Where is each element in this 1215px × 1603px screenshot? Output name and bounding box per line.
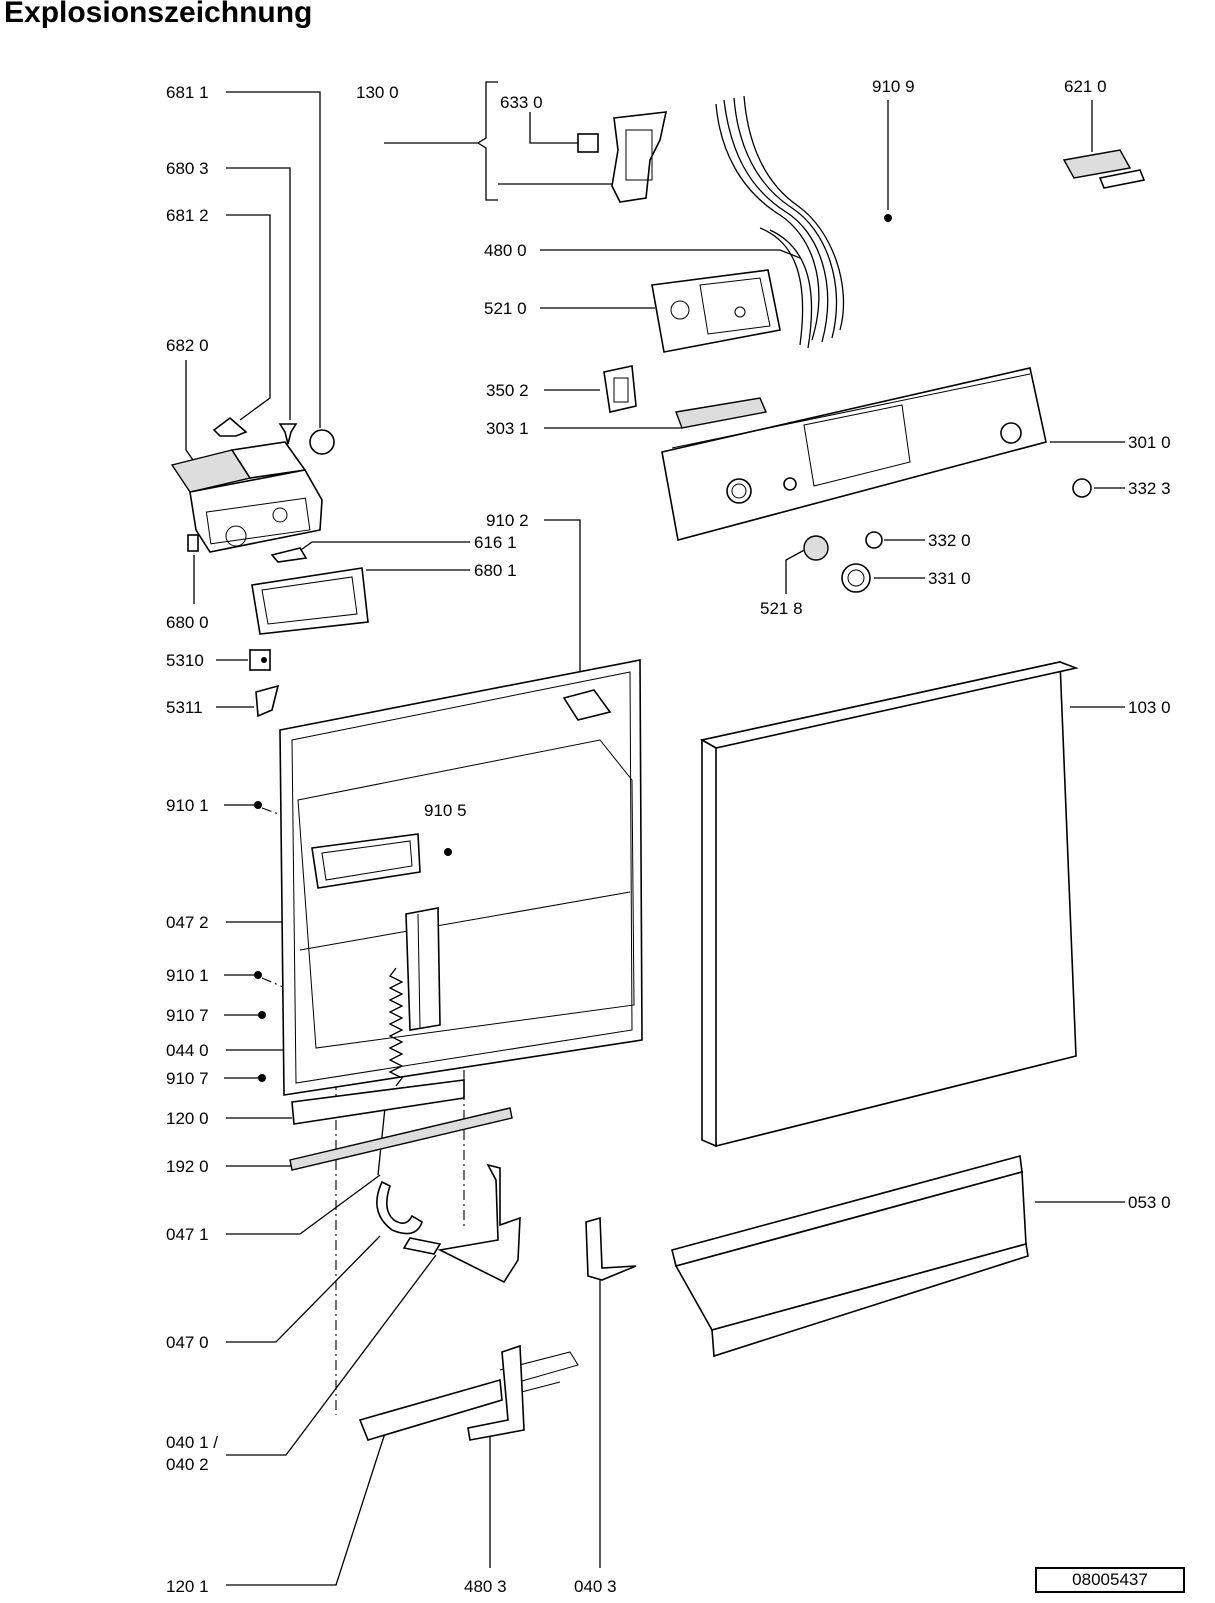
label-910-7-b: 910 7 — [166, 1069, 209, 1088]
label-053-0: 053 0 — [1128, 1193, 1171, 1212]
label-480-0: 480 0 — [484, 241, 527, 260]
label-521-8: 521 8 — [760, 599, 803, 618]
detergent-dispenser — [170, 441, 323, 553]
label-047-2: 047 2 — [166, 913, 209, 932]
label-910-2: 910 2 — [486, 511, 529, 530]
control-panel — [661, 367, 1047, 541]
dispenser-seal — [251, 567, 369, 635]
label-040-2: 040 2 — [166, 1455, 209, 1474]
label-040-3: 040 3 — [574, 1577, 617, 1596]
wiring-harness — [715, 95, 845, 349]
label-332-0: 332 0 — [928, 531, 971, 550]
label-303-1: 303 1 — [486, 419, 529, 438]
document-number-box: 08005437 — [1035, 1567, 1185, 1593]
label-047-0: 047 0 — [166, 1333, 209, 1352]
label-680-0: 680 0 — [166, 613, 209, 632]
clip-parts — [249, 649, 280, 718]
knob-parts — [803, 478, 1092, 593]
label-040-1: 040 1 / — [166, 1433, 218, 1452]
label-480-3: 480 3 — [464, 1577, 507, 1596]
label-633-0: 633 0 — [500, 93, 543, 112]
dispenser-small-parts — [212, 416, 335, 563]
label-681-2: 681 2 — [166, 206, 209, 225]
label-680-1: 680 1 — [474, 561, 517, 580]
label-047-1: 047 1 — [166, 1225, 209, 1244]
label-120-1: 120 1 — [166, 1577, 209, 1596]
part-labels: 681 1 680 3 681 2 682 0 130 0 633 0 910 … — [166, 77, 1171, 1596]
switch-350-2 — [603, 365, 637, 413]
rail — [289, 1107, 513, 1171]
label-910-1-a: 910 1 — [166, 796, 209, 815]
leader-lines — [185, 81, 1125, 1586]
spring-hooks — [376, 1180, 442, 1255]
page-title: Explosionszeichnung — [4, 0, 313, 29]
door-lock — [577, 111, 668, 203]
label-301-0: 301 0 — [1128, 433, 1171, 452]
label-682-0: 682 0 — [166, 336, 209, 355]
label-5310: 5310 — [166, 651, 204, 670]
inner-door-panel — [279, 659, 643, 1096]
label-910-1-b: 910 1 — [166, 966, 209, 985]
label-103-0: 103 0 — [1128, 698, 1171, 717]
lower-rail — [358, 1344, 579, 1441]
button-strip — [675, 397, 767, 429]
label-680-3: 680 3 — [166, 159, 209, 178]
control-module — [651, 269, 781, 353]
label-910-7-a: 910 7 — [166, 1006, 209, 1025]
label-5311: 5311 — [166, 698, 203, 717]
label-192-0: 192 0 — [166, 1157, 209, 1176]
label-616-1: 616 1 — [474, 533, 517, 552]
door-screws — [254, 801, 452, 1082]
label-350-2: 350 2 — [486, 381, 529, 400]
label-332-3: 332 3 — [1128, 479, 1171, 498]
label-621-0: 621 0 — [1064, 77, 1107, 96]
screw-910-9 — [884, 214, 892, 222]
label-130-0: 130 0 — [356, 83, 399, 102]
connector-block — [1062, 149, 1146, 189]
bottom-strip — [291, 1079, 465, 1125]
label-910-9: 910 9 — [872, 77, 915, 96]
label-044-0: 044 0 — [166, 1041, 209, 1060]
label-910-5: 910 5 — [424, 801, 467, 820]
label-120-0: 120 0 — [166, 1109, 209, 1128]
hinge-bracket — [437, 1163, 521, 1284]
label-521-0: 521 0 — [484, 299, 527, 318]
front-door-panel — [699, 661, 1079, 1148]
label-331-0: 331 0 — [928, 569, 971, 588]
bracket-040-3 — [585, 1216, 637, 1281]
label-681-1: 681 1 — [166, 83, 209, 102]
kick-plate — [671, 1154, 1029, 1358]
